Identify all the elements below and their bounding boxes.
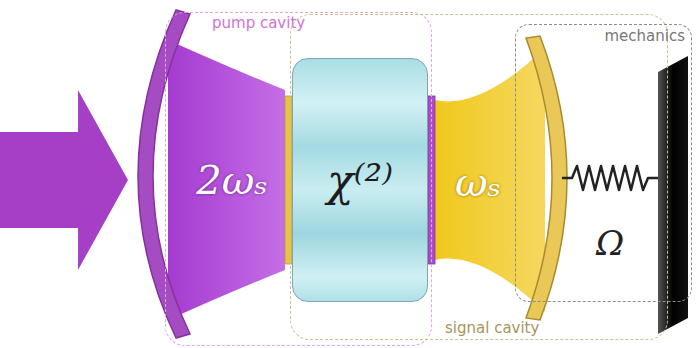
region-label: mechanics [604,27,685,45]
beam-label: 2ωₛ [196,157,268,203]
signal-beam [435,48,545,312]
fixed-wall [658,56,688,334]
pump-arrow [0,90,128,270]
region-label: signal cavity [445,319,539,337]
crystal-block: χ⁽²⁾ [292,58,428,302]
frequency-label: Ω [596,223,624,263]
signal-mirror [526,36,567,320]
region-label: pump cavity [212,14,305,32]
pump-beam [168,40,285,320]
pump-mirror [138,10,190,338]
beam-label: ωₛ [455,159,501,205]
spring [562,166,658,190]
crystal-label: χ⁽²⁾ [327,155,393,206]
